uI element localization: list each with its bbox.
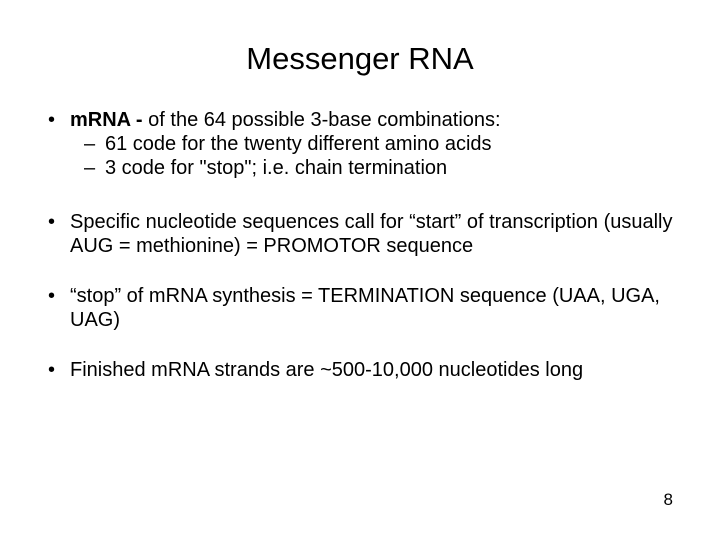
sub-bullet-61-codons: – 61 code for the twenty different amino… bbox=[42, 132, 690, 156]
dash-marker-icon: – bbox=[84, 133, 96, 155]
bullet-text: Specific nucleotide sequences call for “… bbox=[70, 211, 673, 257]
bullet-group-4: • Finished mRNA strands are ~500-10,000 … bbox=[42, 358, 690, 382]
bullet-group-2: • Specific nucleotide sequences call for… bbox=[42, 210, 690, 258]
spacer bbox=[42, 180, 690, 210]
spacer bbox=[42, 258, 690, 284]
slide-body: • mRNA - of the 64 possible 3-base combi… bbox=[42, 108, 690, 382]
bullet-text-wrapper: mRNA - of the 64 possible 3-base combina… bbox=[70, 108, 690, 132]
bullet-dot-icon: • bbox=[48, 285, 56, 307]
sub-bullet-3-stop-codons: – 3 code for "stop"; i.e. chain terminat… bbox=[42, 156, 690, 180]
bullet-item-start-promotor: • Specific nucleotide sequences call for… bbox=[42, 210, 690, 258]
bullet-item-strand-length: • Finished mRNA strands are ~500-10,000 … bbox=[42, 358, 690, 382]
sub-bullet-text: 61 code for the twenty different amino a… bbox=[105, 133, 492, 155]
slide-title: Messenger RNA bbox=[246, 41, 474, 76]
bullet-group-3: • “stop” of mRNA synthesis = TERMINATION… bbox=[42, 284, 690, 332]
bullet-item-stop-termination: • “stop” of mRNA synthesis = TERMINATION… bbox=[42, 284, 690, 332]
bullet-text: Finished mRNA strands are ~500-10,000 nu… bbox=[70, 359, 584, 381]
bullet-dot-icon: • bbox=[48, 109, 56, 131]
bullet-lead-rest: of the 64 possible 3-base combinations: bbox=[142, 109, 501, 131]
bullet-text: “stop” of mRNA synthesis = TERMINATION s… bbox=[70, 285, 660, 331]
bullet-group-1: • mRNA - of the 64 possible 3-base combi… bbox=[42, 108, 690, 180]
page-number: 8 bbox=[663, 490, 673, 509]
sub-bullet-text: 3 code for "stop"; i.e. chain terminatio… bbox=[105, 157, 448, 179]
bullet-dot-icon: • bbox=[48, 211, 56, 233]
bullet-dot-icon: • bbox=[48, 359, 56, 381]
dash-marker-icon: – bbox=[84, 157, 96, 179]
spacer bbox=[42, 332, 690, 358]
bullet-item-mrna-codons: • mRNA - of the 64 possible 3-base combi… bbox=[42, 108, 690, 132]
bullet-lead-bold: mRNA - bbox=[70, 109, 143, 131]
